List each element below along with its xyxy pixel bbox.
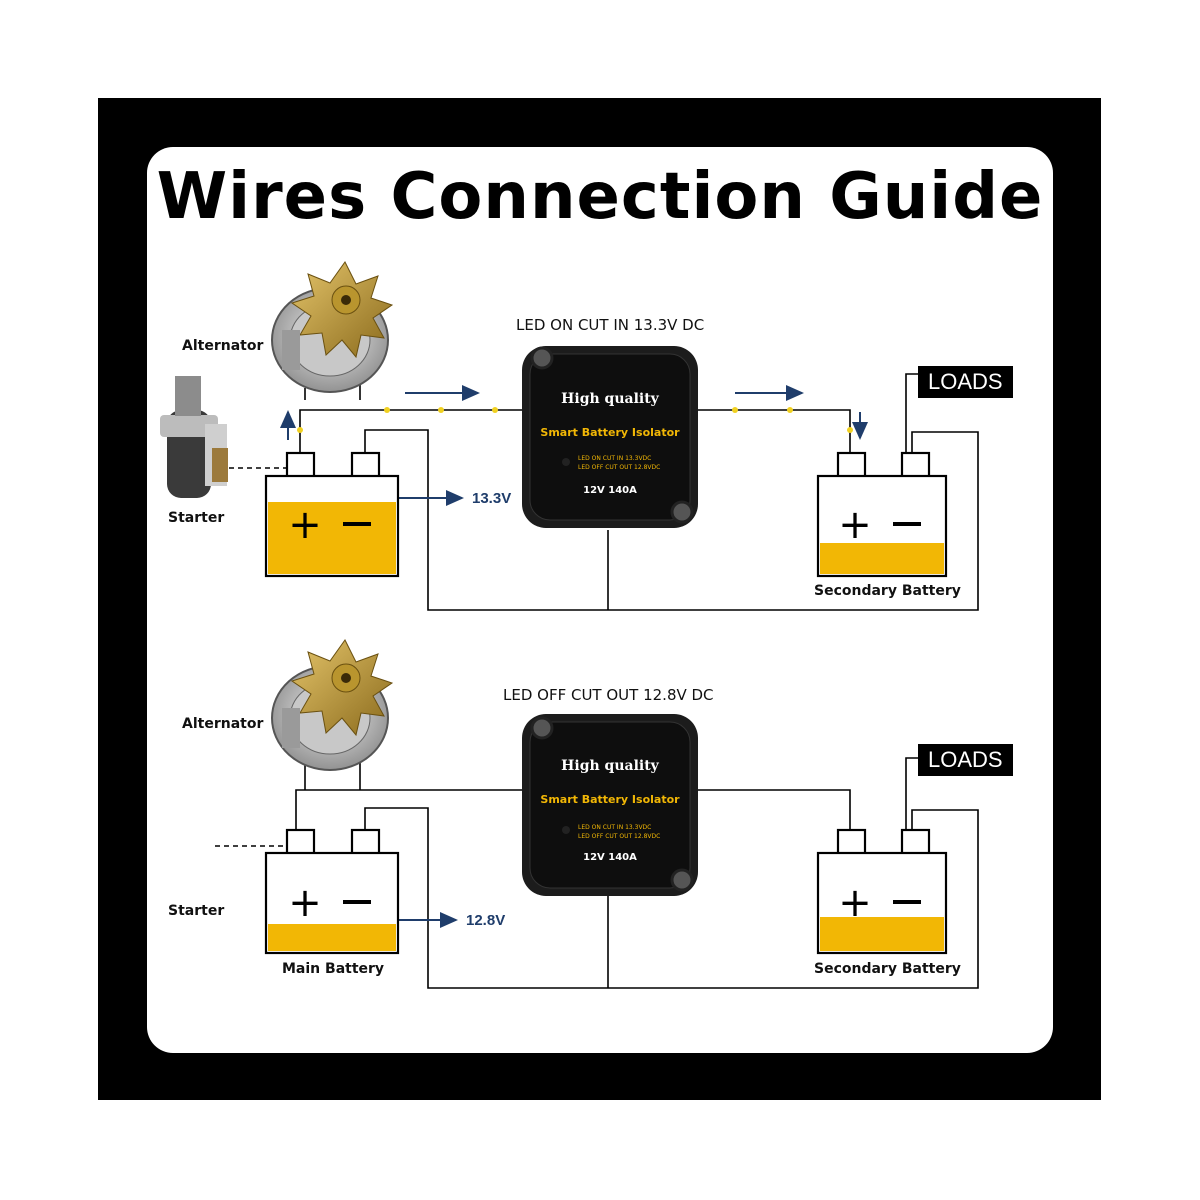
top-flow-arrows	[280, 385, 868, 506]
bottom-isolator-rating: 12V 140A	[583, 852, 637, 863]
svg-text:+: +	[288, 502, 322, 548]
page-title: Wires Connection Guide	[156, 160, 1044, 234]
bottom-diagram: + +	[215, 639, 979, 989]
bottom-main-battery-charge-fill	[268, 924, 396, 951]
bottom-isolator-line1: High quality	[561, 758, 659, 774]
top-isolator-line2: Smart Battery Isolator	[540, 426, 680, 439]
top-isolator-line4: LED OFF CUT OUT 12.8VDC	[578, 464, 661, 471]
top-secondary-battery-charge-fill	[820, 543, 944, 574]
top-isolator-line1: High quality	[561, 391, 659, 407]
top-loads-label: LOADS	[918, 366, 1013, 398]
bottom-secondary-battery-label: Secondary Battery	[814, 961, 961, 977]
top-main-battery-charge-fill	[268, 502, 396, 574]
top-main-battery: +	[264, 451, 400, 578]
top-caption: LED ON CUT IN 13.3V DC	[516, 316, 705, 334]
bottom-main-battery-label: Main Battery	[282, 961, 385, 977]
top-isolator	[522, 346, 698, 528]
top-secondary-battery-label: Secondary Battery	[814, 583, 961, 599]
bottom-main-battery: +	[264, 828, 400, 955]
bottom-secondary-battery: +	[816, 828, 948, 955]
bottom-secondary-battery-charge-fill	[820, 917, 944, 951]
top-alternator-image	[271, 261, 394, 393]
top-wire-dots	[297, 407, 853, 433]
top-isolator-rating: 12V 140A	[583, 485, 637, 496]
bottom-caption: LED OFF CUT OUT 12.8V DC	[503, 686, 714, 704]
top-alternator-label: Alternator	[182, 338, 264, 354]
top-voltage-label: 13.3V	[472, 490, 512, 507]
svg-text:+: +	[288, 880, 322, 926]
top-starter-image	[160, 376, 228, 498]
bottom-isolator	[522, 714, 698, 896]
bottom-voltage-label: 12.8V	[466, 912, 506, 929]
top-secondary-battery: +	[816, 451, 948, 578]
bottom-isolator-line2: Smart Battery Isolator	[540, 793, 680, 806]
bottom-alternator-label: Alternator	[182, 716, 264, 732]
top-diagram: + +	[160, 261, 979, 611]
bottom-alternator-image	[271, 639, 394, 771]
bottom-wires	[295, 757, 979, 989]
bottom-loads-label: LOADS	[918, 744, 1013, 776]
bottom-starter-label: Starter	[168, 903, 225, 919]
svg-text:+: +	[838, 502, 872, 548]
top-starter-label: Starter	[168, 510, 225, 526]
top-wires	[299, 373, 979, 611]
svg-text:+: +	[838, 880, 872, 926]
top-isolator-line3: LED ON CUT IN 13.3VDC	[578, 455, 652, 462]
bottom-isolator-line3: LED ON CUT IN 13.3VDC	[578, 824, 652, 831]
bottom-isolator-line4: LED OFF CUT OUT 12.8VDC	[578, 833, 661, 840]
